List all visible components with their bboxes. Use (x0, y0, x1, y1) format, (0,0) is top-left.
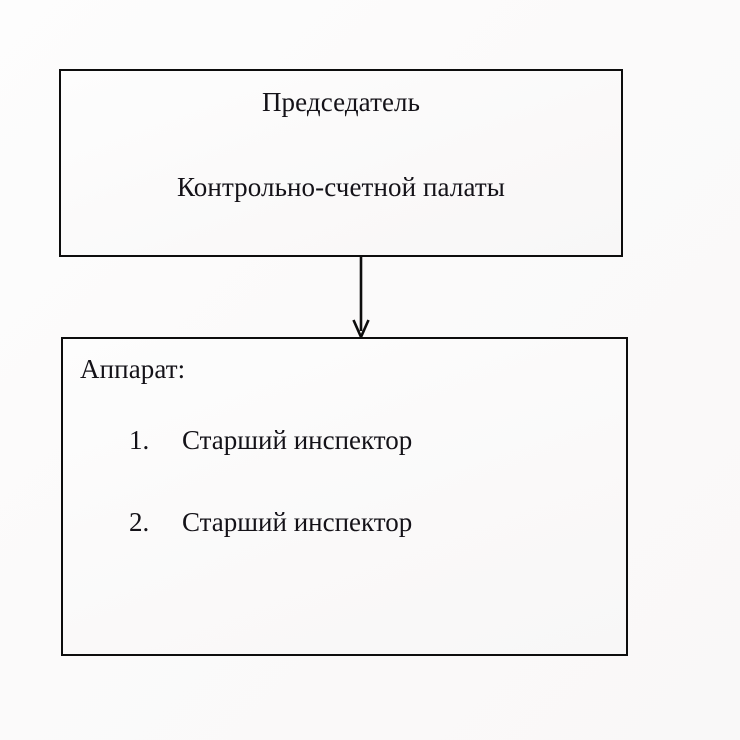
chairman-node: Председатель Контрольно-счетной палаты (59, 69, 623, 257)
list-item-number: 1. (129, 425, 150, 455)
chairman-subtitle: Контрольно-счетной палаты (177, 172, 505, 202)
list-item-label: Старший инспектор (182, 425, 413, 455)
list-item-label: Старший инспектор (182, 507, 413, 537)
list-item: 2. Старший инспектор (63, 509, 626, 591)
apparatus-node: Аппарат: 1. Старший инспектор 2. Старший… (61, 337, 628, 656)
list-item-number: 2. (129, 507, 150, 537)
down-arrow-icon (352, 255, 370, 341)
apparatus-staff-list: 1. Старший инспектор 2. Старший инспекто… (63, 427, 626, 591)
apparatus-heading: Аппарат: (80, 354, 186, 384)
chairman-title: Председатель (261, 87, 421, 117)
list-item: 1. Старший инспектор (63, 427, 626, 509)
